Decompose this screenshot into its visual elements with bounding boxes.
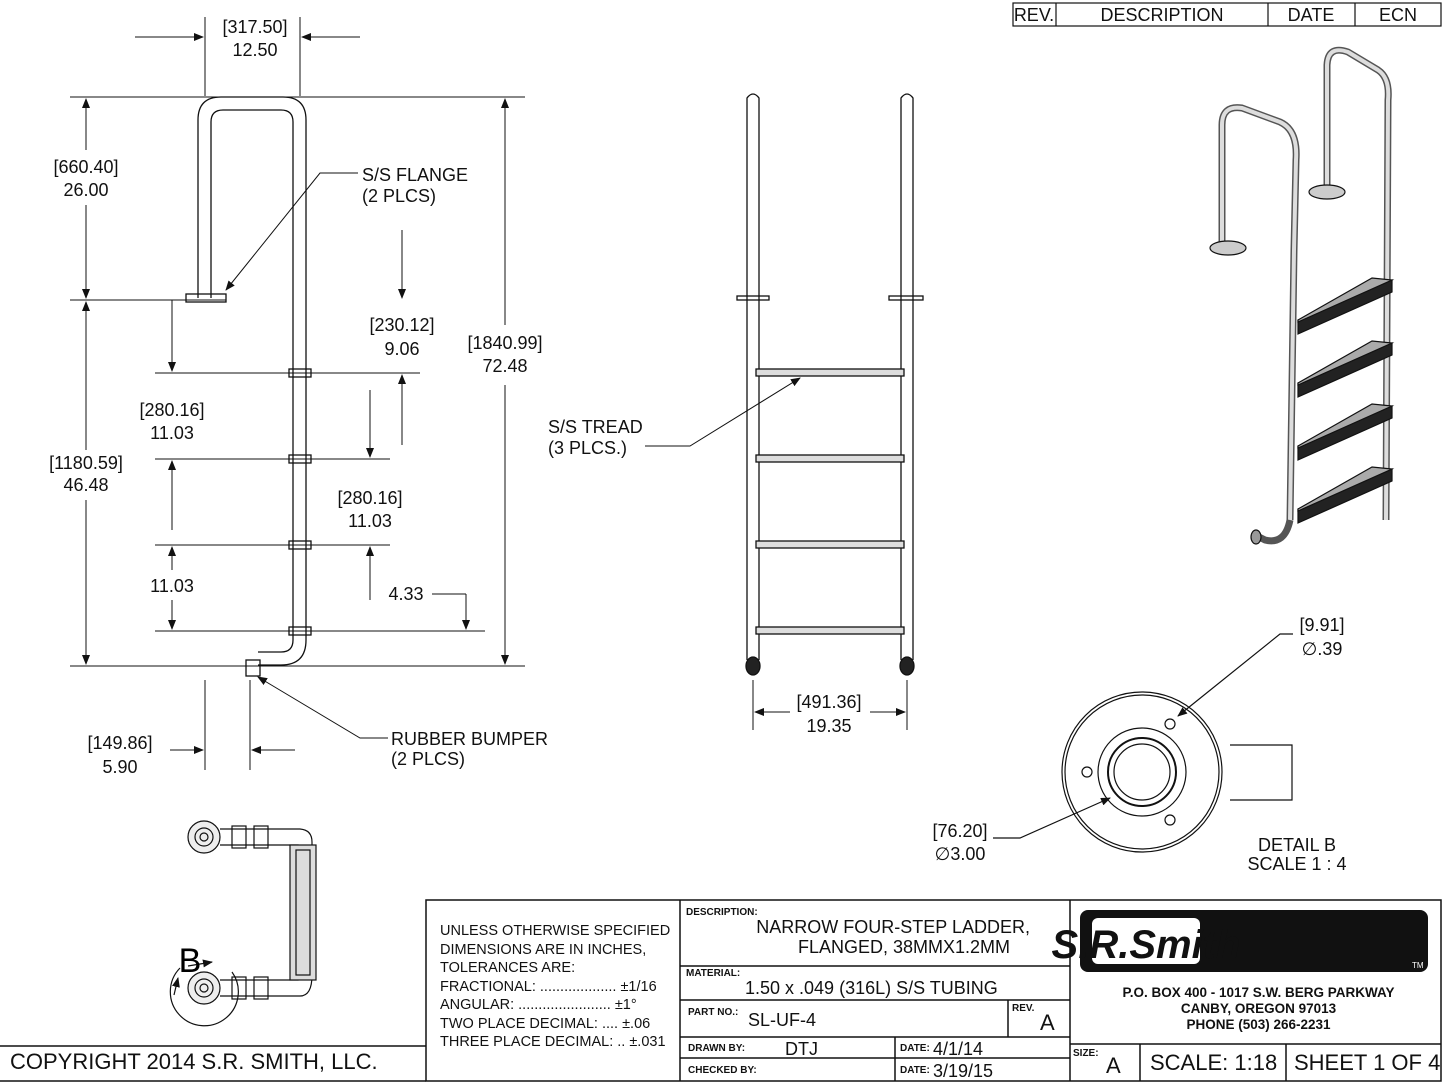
front-view-dimensions — [645, 377, 908, 730]
flange-dia-in: ∅3.00 — [935, 844, 986, 864]
top-view-ladder — [169, 820, 317, 1027]
hole-size-in: ∅.39 — [1302, 639, 1343, 659]
lower-height-in: 46.48 — [63, 475, 108, 495]
logo-text: S.R.Smith — [1052, 923, 1241, 967]
front-view-ladder — [736, 93, 924, 676]
description-header: DESCRIPTION — [1100, 5, 1223, 25]
logo-tm: TM — [1412, 961, 1424, 970]
tolerance-line: UNLESS OTHERWISE SPECIFIED — [440, 923, 671, 939]
tolerance-line: TWO PLACE DECIMAL: .... ±.06 — [440, 1015, 651, 1032]
tolerance-line: ANGULAR: ....................... ±1° — [440, 997, 637, 1013]
bumper-note-1: RUBBER BUMPER — [391, 729, 548, 749]
drawn-by-label: DRAWN BY: — [688, 1043, 746, 1054]
tolerance-line: FRACTIONAL: ................... ±1/16 — [440, 978, 657, 995]
checked-date-label: DATE: — [900, 1065, 930, 1076]
address-line-3: PHONE (503) 266-2231 — [1186, 1017, 1331, 1032]
step-top-mm: [230.12] — [369, 315, 434, 335]
side-view-dimensions — [70, 17, 525, 770]
checked-by-label: CHECKED BY: — [688, 1065, 757, 1076]
copyright: COPYRIGHT 2014 S.R. SMITH, LLC. — [10, 1049, 378, 1074]
section-callout-b: B — [179, 942, 202, 980]
address-line-2: CANBY, OREGON 97013 — [1180, 1001, 1337, 1016]
bottom-offset: 4.33 — [388, 584, 423, 604]
bumper-offset-mm: [149.86] — [87, 733, 152, 753]
step-right-in: 11.03 — [348, 511, 392, 531]
date-header: DATE — [1288, 5, 1335, 25]
srsmith-logo: S.R.Smith TM — [1052, 910, 1428, 972]
detail-b-title: DETAIL B — [1258, 835, 1336, 855]
company-address: P.O. BOX 400 - 1017 S.W. BERG PARKWAY CA… — [1076, 985, 1441, 1033]
tolerances-block: UNLESS OTHERWISE SPECIFIED DIMENSIONS AR… — [440, 922, 670, 1052]
total-height-mm: [1840.99] — [467, 333, 542, 353]
description-line-2: FLANGED, 38MMX1.2MM — [797, 937, 1010, 957]
detail-b-scale: SCALE 1 : 4 — [1247, 854, 1346, 874]
tread-note-2: (3 PLCS.) — [548, 438, 627, 458]
drawn-by-value: DTJ — [785, 1039, 818, 1059]
step-left-in: 11.03 — [150, 423, 194, 443]
part-no-label: PART NO.: — [688, 1007, 739, 1018]
front-width-mm: [491.36] — [796, 692, 861, 712]
tolerance-line: THREE PLACE DECIMAL: .. ±.031 — [440, 1034, 666, 1050]
bumper-note-2: (2 PLCS) — [391, 749, 465, 769]
checked-date-value: 3/19/15 — [933, 1061, 994, 1081]
part-no-value: SL-UF-4 — [748, 1010, 817, 1030]
revision-table — [1012, 2, 1442, 27]
size-label: SIZE: — [1073, 1048, 1099, 1059]
tread-note-1: S/S TREAD — [548, 417, 643, 437]
front-width-in: 19.35 — [806, 716, 851, 736]
material-label: MATERIAL: — [686, 968, 741, 979]
lower-height-mm: [1180.59] — [49, 453, 123, 473]
step-right-mm: [280.16] — [337, 488, 402, 508]
top-height-mm: [660.40] — [53, 157, 118, 177]
side-dimension-labels: [317.50] 12.50 [660.40] 26.00 S/S FLANGE… — [49, 17, 548, 777]
step-top-in: 9.06 — [384, 339, 419, 359]
top-height-in: 26.00 — [63, 180, 108, 200]
address-line-1: P.O. BOX 400 - 1017 S.W. BERG PARKWAY — [1122, 985, 1395, 1000]
size-value: A — [1106, 1053, 1121, 1078]
description-value: NARROW FOUR-STEP LADDER, FLANGED, 38MMX1… — [690, 917, 1030, 957]
tolerance-line: DIMENSIONS ARE IN INCHES, — [440, 941, 647, 958]
flange-dia-mm: [76.20] — [932, 821, 987, 841]
flange-note-2: (2 PLCS) — [362, 186, 436, 206]
bumper-offset-in: 5.90 — [102, 757, 137, 777]
hole-size-mm: [9.91] — [1299, 615, 1344, 635]
ecn-header: ECN — [1379, 5, 1417, 25]
tolerance-line: TOLERANCES ARE: — [440, 960, 576, 976]
isometric-ladder — [1209, 46, 1395, 545]
rev-value: A — [1040, 1010, 1055, 1035]
scale-value: SCALE: 1:18 — [1150, 1050, 1278, 1075]
total-height-in: 72.48 — [482, 356, 527, 376]
description-line-1: NARROW FOUR-STEP LADDER, — [756, 917, 1030, 937]
step-left-mm: [280.16] — [139, 400, 204, 420]
width-top-mm: [317.50] — [222, 17, 287, 37]
detail-b-flange — [993, 633, 1293, 853]
material-value: 1.50 x .049 (316L) S/S TUBING — [745, 978, 998, 998]
drawn-date-value: 4/1/14 — [933, 1039, 984, 1059]
width-top-in: 12.50 — [232, 40, 277, 60]
rev-label: REV. — [1012, 1003, 1035, 1014]
step-bottom: 11.03 — [150, 576, 194, 596]
sheet-value: SHEET 1 OF 4 — [1294, 1050, 1441, 1075]
drawn-date-label: DATE: — [900, 1043, 930, 1054]
flange-note-1: S/S FLANGE — [362, 165, 468, 185]
rev-header: REV. — [1014, 5, 1054, 25]
description-label: DESCRIPTION: — [686, 907, 758, 918]
